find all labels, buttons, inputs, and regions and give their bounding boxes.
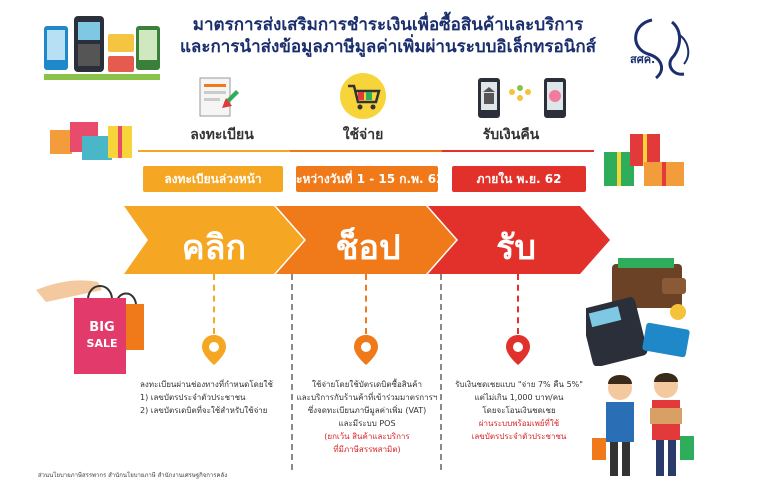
payment-devices-icon (44, 16, 160, 80)
desc-register: ลงทะเบียนผ่านช่องทางที่กำหนดโดยใช้ 1) เล… (140, 378, 290, 417)
connector-register (213, 274, 215, 334)
desc-line-highlight: ผ่านระบบพร้อมเพย์ที่ใช้ (478, 419, 560, 428)
footer-source: ส่วนนโยบายภาษีสรรพากร สำนักนโยบายภาษี สำ… (38, 472, 228, 479)
desc-line: 1) เลขบัตรประจำตัวประชาชน (140, 393, 246, 402)
big-sale-line-2: SALE (86, 337, 118, 350)
step-line-refund (442, 150, 594, 152)
step-line-spend (290, 150, 442, 152)
title-line-2: และการนำส่งข้อมูลภาษีมูลค่าเพิ่มผ่านระบบ… (179, 37, 597, 57)
big-sale-label: BIG SALE (82, 320, 122, 352)
desc-line: รับเงินชดเชยแบบ "จ่าย 7% คืน 5%" (455, 380, 583, 389)
desc-line: และบริการกับร้านค้าที่เข้าร่วมมาตรการฯ (296, 393, 438, 402)
divider-2 (440, 274, 442, 470)
register-form-icon (199, 77, 239, 117)
desc-refund: รับเงินชดเชยแบบ "จ่าย 7% คืน 5%" แต่ไม่เ… (446, 378, 592, 443)
big-sale-line-1: BIG (89, 320, 115, 335)
wallet-card-terminal-icon (586, 258, 690, 366)
desc-line: โดยจะโอนเงินชดเชย (482, 406, 556, 415)
connector-spend (365, 274, 367, 334)
desc-line: ใช้จ่ายโดยใช้บัตรเดบิตซื้อสินค้า (312, 380, 422, 389)
pill-spend: ระหว่างวันที่ 1 - 15 ก.พ. 62 (290, 166, 444, 192)
step-label-spend: ใช้จ่าย (342, 127, 384, 143)
arrow-word-receive: รับ (496, 228, 536, 268)
logo-mark-icon (634, 18, 690, 80)
pill-register: ลงทะเบียนล่วงหน้า (143, 166, 283, 192)
desc-spend: ใช้จ่ายโดยใช้บัตรเดบิตซื้อสินค้า และบริก… (296, 378, 438, 456)
agency-logo: สศค. (622, 14, 702, 84)
step-label-register: ลงทะเบียน (190, 127, 254, 143)
bank-to-phone-transfer-icon (478, 78, 566, 118)
arrow-word-click: คลิก (181, 228, 247, 268)
title-line-1: มาตรการส่งเสริมการชำระเงินเพื่อซื้อสินค้… (192, 15, 584, 35)
process-arrow-band (124, 206, 610, 274)
shopping-bags-icon (36, 280, 144, 374)
desc-line-highlight: เลขบัตรประจำตัวประชาชน (471, 432, 567, 441)
location-pin-icon (354, 335, 378, 365)
gift-pile-icon (604, 134, 684, 186)
divider-1 (291, 274, 293, 470)
desc-line-highlight: (ยกเว้น สินค้าและบริการ (324, 432, 410, 441)
shoppers-icon (592, 373, 694, 476)
location-pin-icon (506, 335, 530, 365)
desc-line: ซึ่งจดทะเบียนภาษีมูลค่าเพิ่ม (VAT) (307, 406, 427, 415)
step-line-register (138, 150, 290, 152)
desc-line: ลงทะเบียนผ่านช่องทางที่กำหนดโดยใช้ (140, 380, 273, 389)
shopping-cart-icon (340, 73, 386, 119)
desc-line-highlight: ที่มีภาษีสรรพสามิต) (333, 445, 401, 454)
arrow-word-shop: ช็อป (335, 228, 401, 268)
location-pin-icon (202, 335, 226, 365)
logo-text: สศค. (630, 53, 656, 66)
page-title: มาตรการส่งเสริมการชำระเงินเพื่อซื้อสินค้… (168, 14, 608, 58)
gift-boxes-icon (50, 122, 132, 160)
step-label-refund: รับเงินคืน (482, 127, 540, 143)
desc-line: 2) เลขบัตรเดบิตที่จะใช้สำหรับใช้จ่าย (140, 406, 268, 415)
desc-line: และมีระบบ POS (338, 419, 396, 428)
connector-refund (517, 274, 519, 334)
pill-refund: ภายใน พ.ย. 62 (452, 166, 586, 192)
desc-line: แต่ไม่เกิน 1,000 บาท/คน (474, 393, 564, 402)
